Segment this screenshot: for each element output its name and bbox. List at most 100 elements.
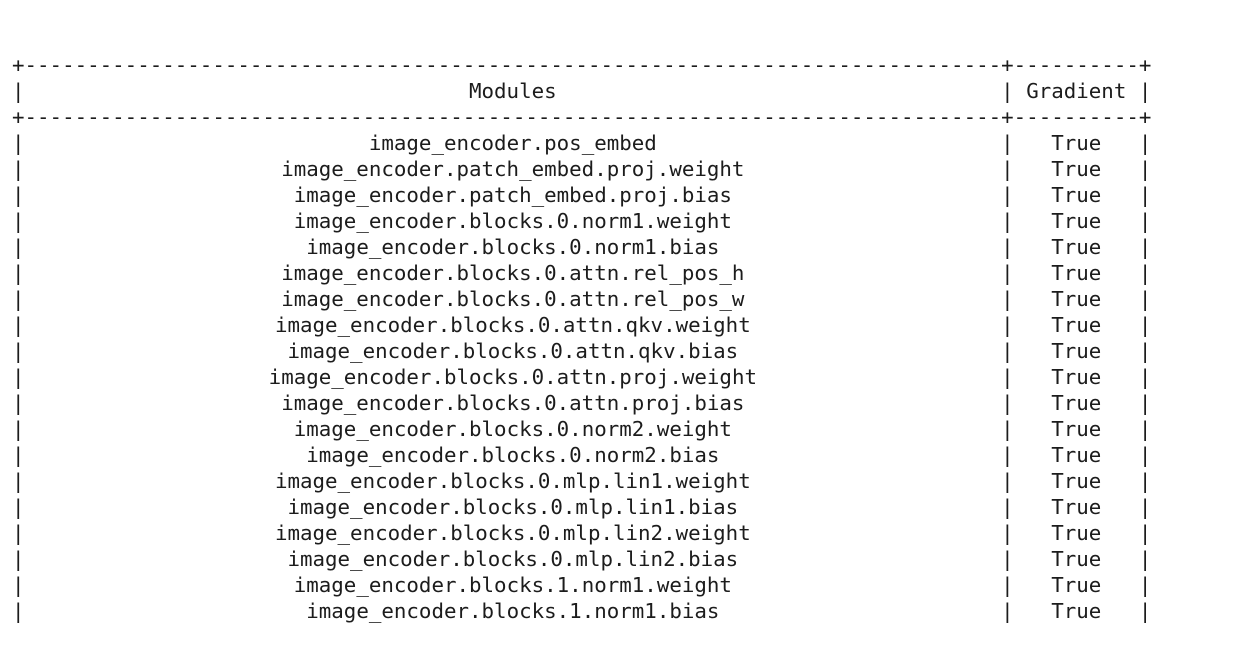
module-cell: image_encoder.blocks.0.mlp.lin2.bias [287,547,739,571]
gradient-cell: True [1051,547,1102,571]
column-separator: | [12,131,25,155]
module-cell: image_encoder.blocks.0.mlp.lin1.bias [287,495,739,519]
module-cell: image_encoder.blocks.0.norm1.bias [306,235,720,259]
table-header-row: |Modules|Gradient| [12,78,1256,104]
column-separator: | [1001,391,1014,415]
table-row: | image_encoder.blocks.0.mlp.lin1.weight |… [12,468,1256,494]
column-separator: | [1001,313,1014,337]
table-row: | image_encoder.blocks.0.mlp.lin2.weight |… [12,520,1256,546]
table-row: |image_encoder.blocks.0.attn.proj.bias|T… [12,390,1256,416]
gradient-cell: True [1051,417,1102,441]
module-cell: image_encoder.blocks.0.attn.rel_pos_w [281,287,745,311]
gradient-cell: True [1051,157,1102,181]
gradient-cell: True [1051,599,1102,623]
column-separator: | [1001,547,1014,571]
column-separator: | [1001,339,1014,363]
table-row: |image_encoder.blocks.0.attn.rel_pos_h|T… [12,260,1256,286]
gradient-cell: True [1051,495,1102,519]
column-separator: | [12,183,25,207]
gradient-cell: True [1051,287,1102,311]
column-separator: | [12,287,25,311]
table-row: |image_encoder.blocks.1.norm1.weight|Tru… [12,572,1256,598]
module-cell: image_encoder.blocks.0.mlp.lin1.weight [274,469,751,493]
gradient-column-header: Gradient [1026,79,1127,103]
column-separator: | [1138,209,1152,233]
column-separator: | [12,521,25,545]
column-separator: | [1001,131,1014,155]
column-separator: | [1001,183,1014,207]
column-separator: | [12,547,25,571]
module-cell: image_encoder.blocks.0.norm2.weight [293,417,732,441]
gradient-cell: True [1051,391,1102,415]
column-separator: | [12,313,25,337]
table-row: |image_encoder.blocks.1.norm1.bias|True| [12,598,1256,624]
table-row: | image_encoder.patch_embed.proj.weight | T… [12,156,1256,182]
column-separator: | [1001,365,1014,389]
column-separator: | [12,209,25,233]
column-separator: | [1138,573,1152,597]
modules-column-header: Modules [469,79,557,103]
column-separator: | [12,417,25,441]
table-row: | image_encoder.blocks.0.norm2.weight | Tru… [12,416,1256,442]
column-separator: | [12,157,25,181]
gradient-cell: True [1051,339,1102,363]
column-separator: | [1138,365,1152,389]
gradient-cell: True [1051,209,1102,233]
column-separator: | [1001,469,1014,493]
module-cell: image_encoder.blocks.0.norm1.weight [293,209,732,233]
column-separator: | [1138,391,1152,415]
column-separator: | [1138,183,1152,207]
table-row: | image_encoder.patch_embed.proj.bias | Tru… [12,182,1256,208]
column-separator: | [1001,235,1014,259]
column-separator: | [1138,521,1152,545]
column-separator: | [1138,547,1152,571]
column-separator: | [12,469,25,493]
column-separator: | [12,573,25,597]
column-separator: | [1138,157,1152,181]
module-cell: image_encoder.patch_embed.proj.bias [293,183,732,207]
table-row: | image_encoder.blocks.0.mlp.lin2.bias | Tr… [12,546,1256,572]
column-separator: | [1138,261,1152,285]
table-row: |image_encoder.pos_embed|True| [12,130,1256,156]
gradient-cell: True [1051,183,1102,207]
column-separator: | [1001,573,1014,597]
module-cell: image_encoder.blocks.1.norm1.weight [293,573,732,597]
table-row: | image_encoder.blocks.0.norm1.weight | Tru… [12,208,1256,234]
column-separator: | [1001,521,1014,545]
module-cell: image_encoder.blocks.0.attn.qkv.weight [274,313,751,337]
column-separator: | [12,261,25,285]
module-cell: image_encoder.blocks.0.attn.rel_pos_h [281,261,745,285]
column-separator: | [1138,313,1152,337]
module-cell: image_encoder.blocks.0.norm2.bias [306,443,720,467]
column-separator: | [1138,131,1152,155]
module-cell: image_encoder.blocks.0.mlp.lin2.weight [274,521,751,545]
column-separator: | [12,495,25,519]
column-separator: | [12,599,25,623]
column-separator: | [1138,339,1152,363]
modules-gradient-table: +---------------------------------------… [12,52,1256,624]
column-separator: | [12,79,25,103]
gradient-cell: True [1051,365,1102,389]
column-separator: | [1001,495,1014,519]
column-separator: | [1138,287,1152,311]
column-separator: | [1138,443,1152,467]
column-separator: | [1001,599,1014,623]
gradient-cell: True [1051,313,1102,337]
module-cell: image_encoder.patch_embed.proj.weight [281,157,745,181]
column-separator: | [1138,417,1152,441]
table-row: | image_encoder.blocks.0.mlp.lin1.bias | Tr… [12,494,1256,520]
table-row: | image_encoder.blocks.0.attn.rel_pos_w | T… [12,286,1256,312]
module-cell: image_encoder.pos_embed [368,131,657,155]
table-row: |image_encoder.blocks.0.norm1.bias|True| [12,234,1256,260]
module-cell: image_encoder.blocks.1.norm1.bias [306,599,720,623]
module-cell: image_encoder.blocks.0.attn.proj.weight [268,365,757,389]
gradient-cell: True [1051,443,1102,467]
table-row: | image_encoder.blocks.0.attn.proj.weight… [12,364,1256,390]
column-separator: | [1138,235,1152,259]
column-separator: | [1001,261,1014,285]
column-separator: | [1001,443,1014,467]
gradient-cell: True [1051,235,1102,259]
column-separator: | [1001,209,1014,233]
column-separator: | [12,443,25,467]
column-separator: | [1001,287,1014,311]
